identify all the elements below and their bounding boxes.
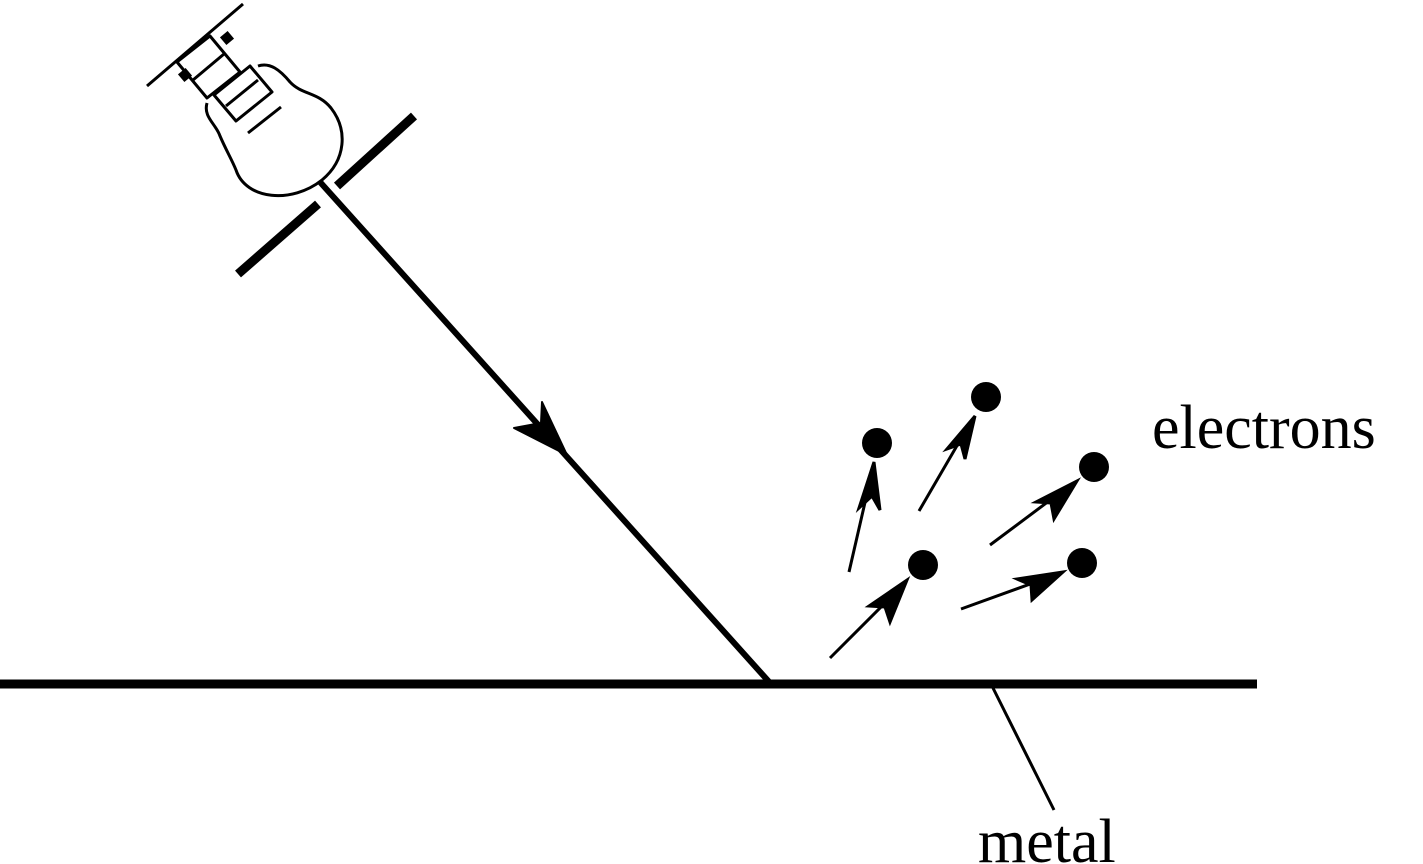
electron-arrowhead bbox=[855, 461, 882, 514]
electron-dot bbox=[862, 428, 892, 458]
electrons-label: electrons bbox=[1152, 394, 1376, 462]
electron-dot bbox=[971, 382, 1001, 412]
aperture-upper-plate bbox=[333, 112, 418, 190]
light-bulb-icon bbox=[146, 2, 344, 198]
electron-arrowhead bbox=[1030, 477, 1082, 524]
electron-arrowhead bbox=[942, 415, 977, 460]
electron-arrowhead bbox=[1011, 569, 1068, 604]
electron-dot bbox=[1067, 548, 1097, 578]
metal-leader-line bbox=[991, 687, 1056, 811]
electron-dot bbox=[1079, 452, 1109, 482]
metal-label: metal bbox=[978, 808, 1116, 864]
light-ray-arrowhead bbox=[513, 401, 568, 456]
aperture-lower-plate bbox=[235, 200, 321, 278]
electron-dot bbox=[908, 550, 938, 580]
electron-arrowhead bbox=[864, 575, 911, 627]
